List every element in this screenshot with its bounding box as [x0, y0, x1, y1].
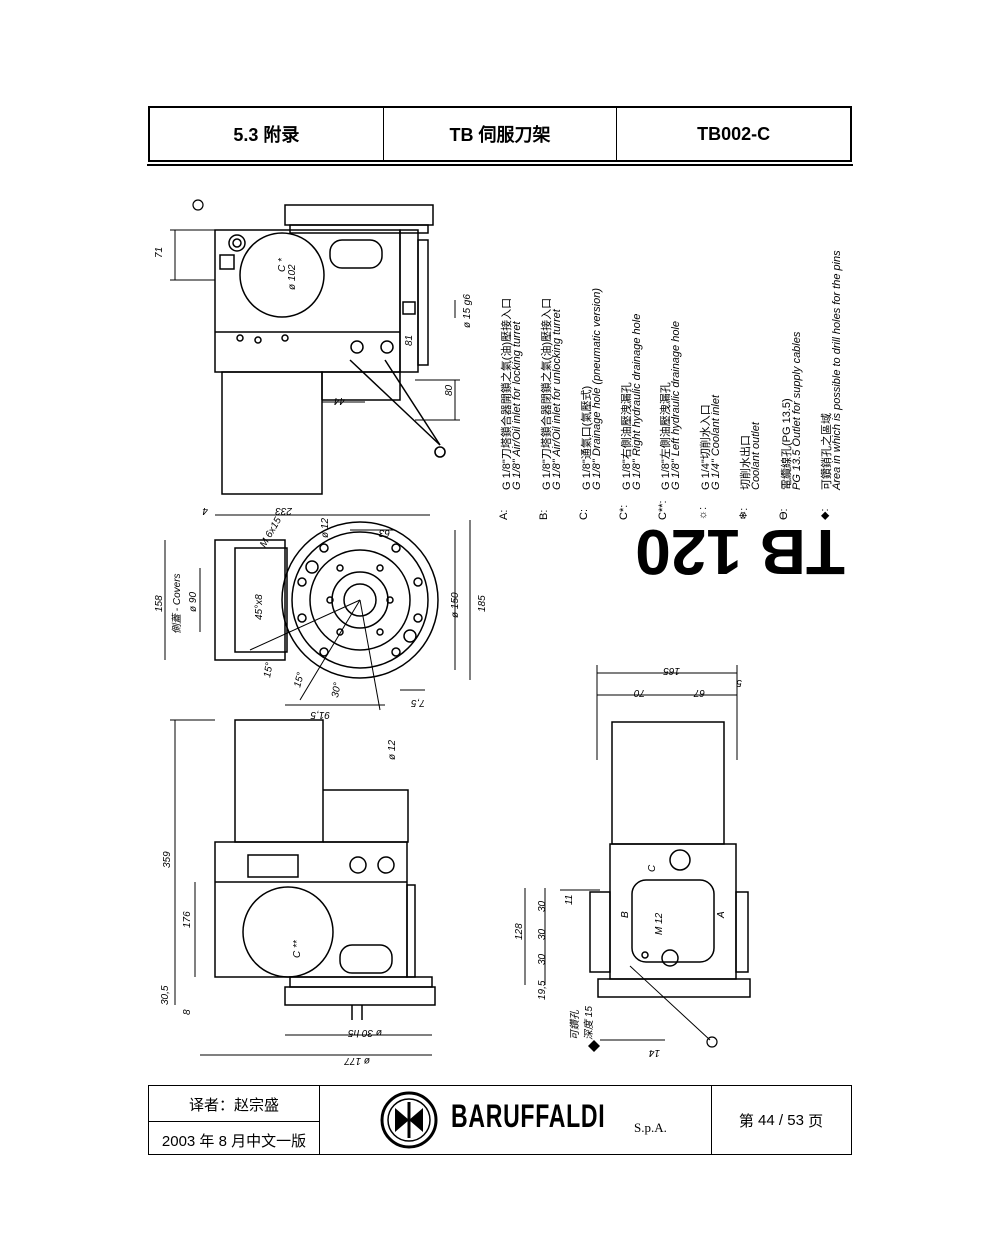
legend-key-pins: ◆: — [819, 508, 831, 520]
baruffaldi-logo-icon — [380, 1091, 438, 1149]
legend-key-cable: Ɵ: — [778, 508, 790, 520]
dim-45x8: 45°x8 — [254, 594, 265, 620]
legend-en-coolant-in: G 1/4" Coolant inlet — [710, 394, 722, 490]
dim-71: 71 — [154, 247, 165, 258]
dim-5: 5 — [736, 677, 742, 688]
dim-11: 11 — [564, 895, 575, 905]
legend-en-a: G 1/8" Air/Oil inlet for locking turret — [511, 321, 523, 490]
legend-key-c: C: — [578, 509, 590, 520]
dim-195: 19,5 — [537, 980, 548, 1000]
dim-depth: 深度 15 — [583, 1006, 595, 1040]
dim-15b: 15° — [292, 671, 307, 688]
dim-176: 176 — [182, 911, 193, 928]
dim-d102: ø 102 — [287, 264, 298, 290]
dim-a: A — [716, 911, 727, 919]
dim-30-2: 30 — [537, 928, 548, 940]
dim-30: 30° — [330, 682, 343, 699]
dim-b: B — [620, 911, 631, 918]
dim-359: 359 — [162, 851, 173, 868]
model-label: TB 120 — [635, 516, 845, 588]
footer-logo: BARUFFALDI S.p.A. — [319, 1086, 712, 1154]
dim-165: 165 — [663, 665, 680, 676]
brand-name: BARUFFALDI — [451, 1098, 606, 1134]
dim-m6x15: M 6x15 — [258, 515, 284, 549]
coolant-inlet-symbol — [192, 199, 718, 1048]
dim-d15g6: ø 15 g6 — [462, 294, 473, 328]
translator: 译者：赵宗盛 — [188, 1097, 279, 1114]
dim-d12a: ø 12 — [320, 518, 331, 538]
dim-d150: ø 150 — [450, 592, 461, 618]
dim-233: 233 — [275, 505, 293, 516]
dim-d12b: ø 12 — [387, 740, 398, 760]
footer-table: 译者：赵宗盛 2003 年 8 月中文一版 BARUFFALDI S.p.A. … — [148, 1085, 852, 1155]
dim-d90: ø 90 — [188, 592, 199, 612]
dim-c: C — [647, 864, 658, 872]
dim-d177: ø 177 — [344, 1055, 370, 1066]
legend-key-coolant-in: ☼: — [697, 506, 709, 520]
dim-4: 4 — [202, 505, 208, 516]
dim-75: 7,5 — [411, 697, 425, 708]
dim-30-1: 30 — [537, 900, 548, 912]
header-table: 5.3 附录 TB 伺服刀架 TB002-C — [147, 106, 853, 166]
legend-key-ckk: C**: — [657, 500, 669, 520]
view-right — [524, 665, 751, 1041]
dim-ck: C * — [277, 257, 288, 272]
legend-key-coolant-out: ❄: — [738, 507, 750, 520]
dim-14: 14 — [648, 1047, 660, 1058]
dim-915: 91,5 — [310, 709, 330, 720]
legend-en-cable: PG 13.5 Outlet for supply cables — [791, 331, 803, 490]
dim-44: 44 — [333, 395, 345, 406]
view-top — [170, 204, 460, 495]
header-section: 5.3 附录 — [150, 108, 384, 160]
footer-page: 第 44 / 53 页 — [711, 1086, 851, 1154]
dim-covers: 側蓋 - Covers — [171, 573, 183, 634]
dim-158: 158 — [154, 595, 165, 612]
dim-drill: 可鑽孔 — [569, 1009, 581, 1040]
view-bottom — [170, 719, 436, 1056]
legend-key-ck: C*: — [618, 504, 630, 520]
legend-key-a: A: — [498, 509, 510, 520]
page-prefix: 第 — [738, 1112, 754, 1130]
edition: 2003 年 8 月中文一版 — [161, 1133, 307, 1150]
cable-outlet-symbol — [434, 446, 446, 458]
legend-en-coolant-out: Coolant outlet — [750, 422, 762, 490]
footer-left: 译者：赵宗盛 2003 年 8 月中文一版 — [149, 1086, 320, 1154]
header-title: TB 伺服刀架 — [384, 108, 618, 160]
dim-63: 63 — [378, 527, 390, 538]
header-code: TB002-C — [697, 123, 771, 144]
legend-en-b: G 1/8" Air/Oil inlet for unlocking turre… — [551, 309, 563, 490]
dim-d30h5: ø 30 h5 — [348, 1027, 382, 1038]
dim-m12: M 12 — [654, 912, 665, 935]
dim-185: 185 — [477, 595, 488, 612]
legend-en-c: G 1/8" Drainage hole (pneumatic version) — [591, 287, 603, 490]
page-total: 53 — [787, 1111, 804, 1129]
legend-en-pins: Area in which is possible to drill holes… — [831, 250, 843, 490]
dim-80: 80 — [444, 384, 455, 396]
dim-305: 30,5 — [160, 985, 171, 1005]
dim-70: 70 — [633, 687, 645, 698]
view-front — [164, 514, 471, 711]
dim-30-3: 30 — [537, 953, 548, 965]
dim-81: 81 — [404, 335, 415, 346]
dim-8: 8 — [182, 1009, 193, 1015]
legend-en-ckk: G 1/8" Left hydraulic drainage hole — [670, 320, 682, 490]
drill-area-marker — [588, 1040, 600, 1052]
dim-67: 67 — [693, 687, 705, 698]
dim-ckk: C ** — [292, 939, 303, 958]
dim-15a: 15° — [262, 662, 275, 679]
page-number: 44 — [758, 1111, 775, 1129]
page-separator: / — [774, 1111, 788, 1129]
legend-key-b: B: — [538, 509, 550, 520]
dim-128: 128 — [514, 923, 525, 940]
legend-en-ck: G 1/8" Right hydraulic drainage hole — [631, 313, 643, 490]
brand-suffix: S.p.A. — [634, 1120, 667, 1135]
page-suffix: 页 — [808, 1112, 824, 1130]
